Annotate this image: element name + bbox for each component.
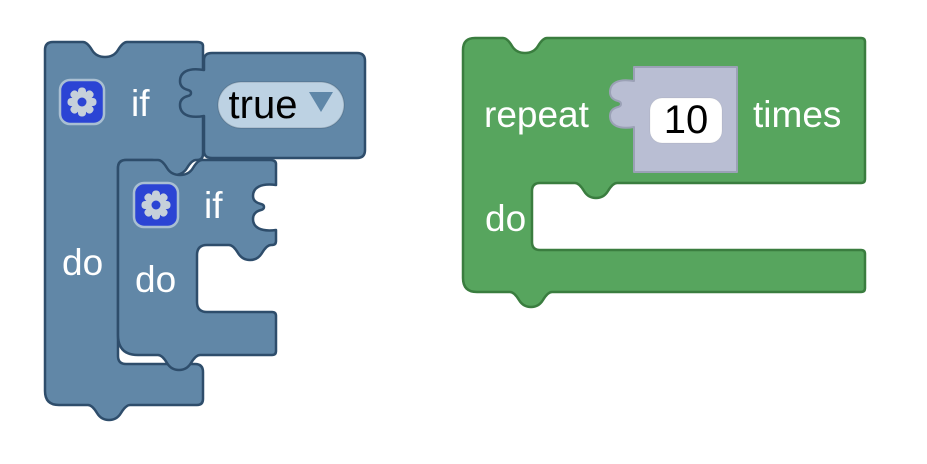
boolean-dropdown-field[interactable]: true <box>217 81 345 129</box>
repeat-label: repeat <box>484 94 590 135</box>
boolean-true-block[interactable]: true <box>178 51 367 160</box>
dropdown-value-text: true <box>229 83 298 127</box>
gear-icon[interactable] <box>67 87 97 117</box>
number-field-background[interactable] <box>649 97 723 144</box>
repeat-do-label: do <box>485 198 526 239</box>
dropdown-arrow-icon[interactable] <box>309 92 333 112</box>
outer-mutator-gear-button[interactable] <box>58 78 106 126</box>
gear-hole <box>77 97 87 107</box>
outer-do-label: do <box>62 242 103 283</box>
gear-icon[interactable] <box>141 190 171 220</box>
number-value-text: 10 <box>664 98 709 142</box>
number-input-field[interactable]: 10 <box>649 97 723 144</box>
gear-hole <box>151 200 161 210</box>
outer-if-block[interactable]: if do <box>43 40 205 422</box>
repeat-block[interactable]: repeat times do 10 <box>461 36 867 309</box>
number-shadow-block[interactable]: 10 <box>609 66 738 173</box>
nested-do-label: do <box>135 259 176 300</box>
nested-if-block[interactable]: if do <box>116 158 278 372</box>
nested-if-label: if <box>204 185 223 226</box>
outer-if-label: if <box>131 83 150 124</box>
nested-mutator-gear-button[interactable] <box>132 181 180 229</box>
times-label: times <box>753 94 841 135</box>
